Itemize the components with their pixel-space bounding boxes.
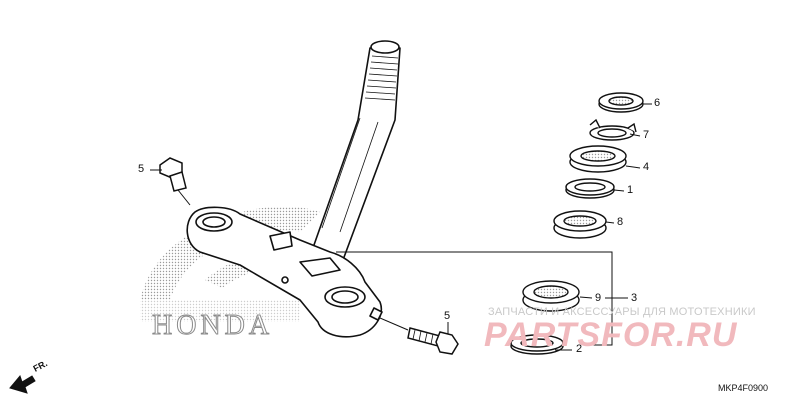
diagram-code: MKP4F0900 xyxy=(718,383,769,393)
front-direction-arrow xyxy=(9,374,36,394)
callout-4: 4 xyxy=(643,161,650,173)
upper-bearing xyxy=(553,210,607,239)
lower-bearing xyxy=(522,280,580,312)
lock-washer xyxy=(589,118,637,141)
lower-triple-clamp xyxy=(186,206,383,338)
callout-2: 2 xyxy=(576,343,583,355)
callout-5-bottom: 5 xyxy=(444,310,451,322)
upper-bearing-race xyxy=(565,178,615,199)
callout-1: 1 xyxy=(627,184,634,196)
watermark-text: ЗАПЧАСТИ И АКСЕССУАРЫ ДЛЯ МОТОТЕХНИКИ xyxy=(488,306,756,318)
watermark-logo: PARTSFOR.RU xyxy=(484,316,738,354)
callout-6: 6 xyxy=(654,97,661,109)
lower-bearing-race xyxy=(510,334,564,355)
flange-bolt-bottom xyxy=(379,317,459,355)
callout-7: 7 xyxy=(643,129,650,141)
honda-wordmark: HONDA xyxy=(152,310,273,341)
steering-locknut xyxy=(598,92,644,113)
steering-stem xyxy=(307,40,401,269)
callout-8: 8 xyxy=(617,216,624,228)
callout-3: 3 xyxy=(631,292,638,304)
adjusting-nut xyxy=(569,145,627,173)
callout-9: 9 xyxy=(595,292,602,304)
flange-bolt-top xyxy=(159,157,191,206)
callout-5-top: 5 xyxy=(138,163,145,175)
leader-lines xyxy=(150,103,652,351)
